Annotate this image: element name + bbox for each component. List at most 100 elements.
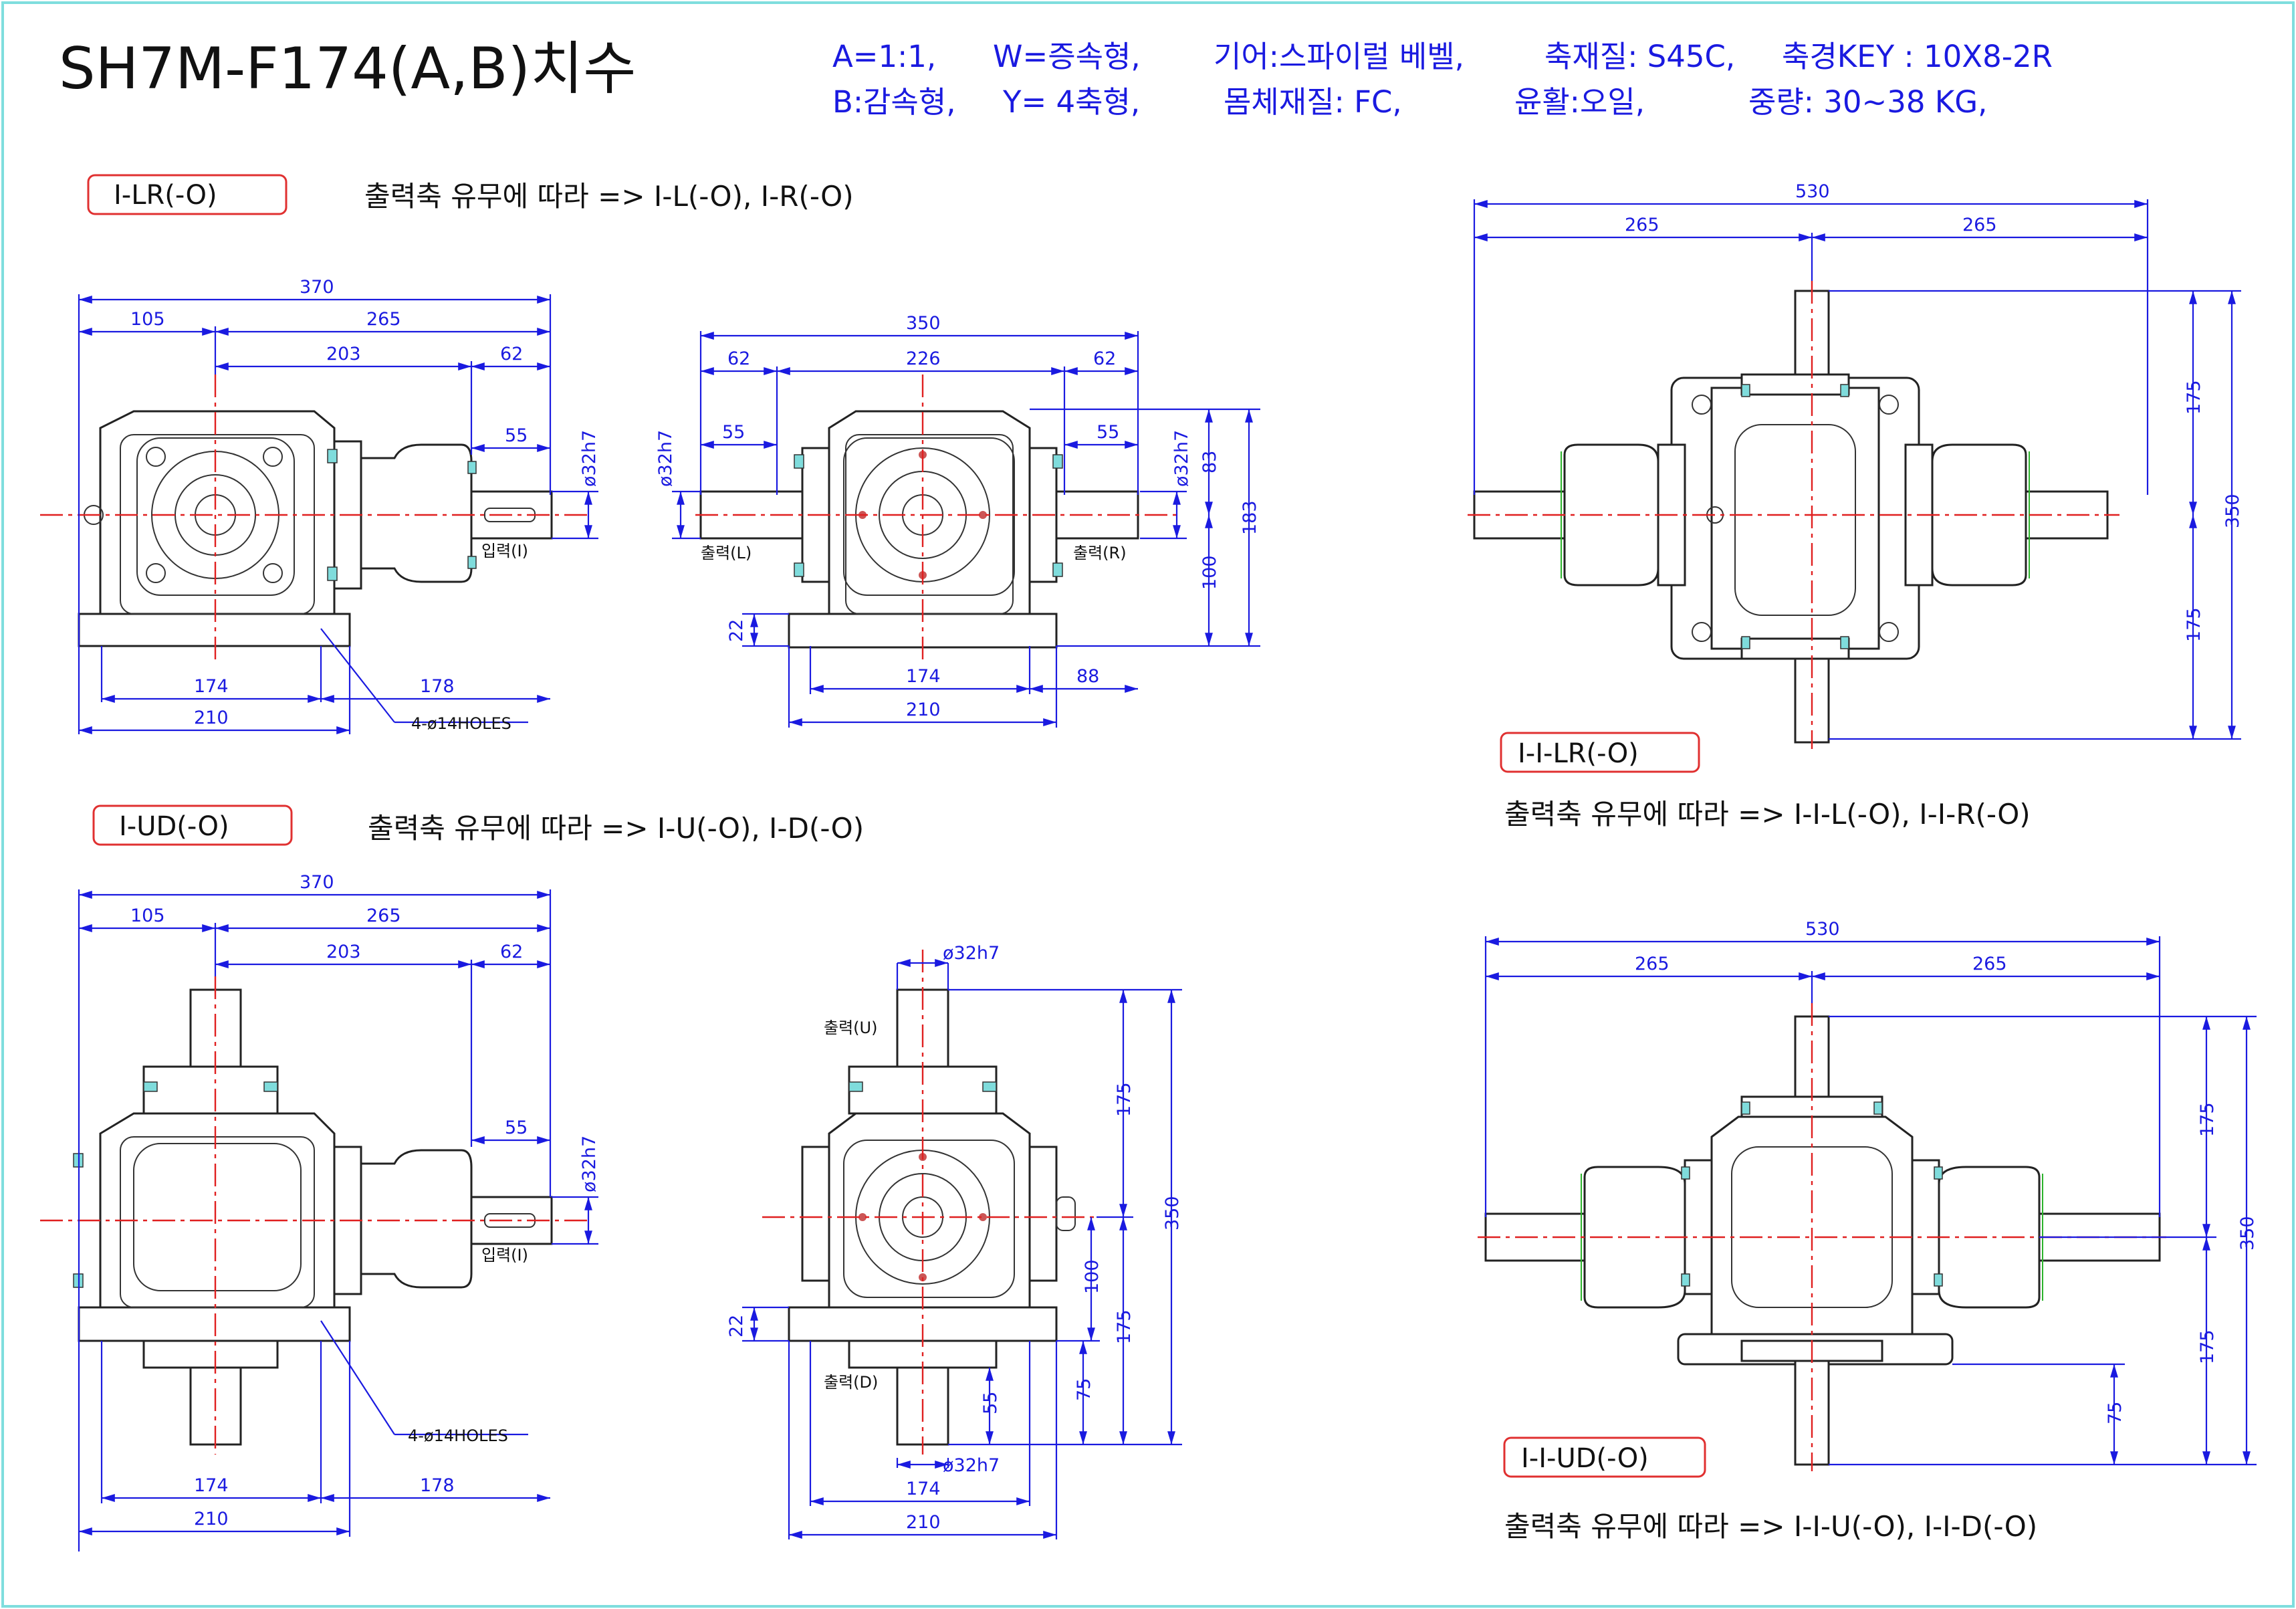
svg-text:265: 265 (1625, 215, 1659, 235)
svg-text:226: 226 (906, 348, 941, 369)
svg-text:4-ø14HOLES: 4-ø14HOLES (411, 714, 511, 733)
svg-text:100: 100 (1199, 555, 1220, 590)
svg-text:기어:스파이럴 베벨,: 기어:스파이럴 베벨, (1214, 39, 1464, 74)
note-i-ud: 출력축 유무에 따라 => I-U(-O), I-D(-O) (368, 812, 864, 845)
svg-text:62: 62 (727, 348, 750, 369)
svg-text:350: 350 (2237, 1216, 2258, 1251)
svg-text:265: 265 (366, 905, 401, 926)
svg-text:Y= 4축형,: Y= 4축형, (1002, 84, 1140, 120)
svg-text:62: 62 (1093, 348, 1116, 369)
view-i-i-ud-front: 530 265 265 175 175 350 75 (1478, 919, 2258, 1471)
spec-line-1: A=1:1, W=증속형, 기어:스파이럴 베벨, 축재질: S45C, 축경K… (832, 39, 2053, 74)
svg-text:I-I-LR(-O): I-I-LR(-O) (1518, 738, 1639, 769)
label-i-i-ud: I-I-UD(-O) (1503, 1436, 1706, 1478)
svg-text:윤활:오일,: 윤활:오일, (1514, 84, 1645, 120)
svg-text:100: 100 (1082, 1259, 1103, 1294)
svg-text:175: 175 (2197, 1329, 2218, 1364)
label-i-i-lr: I-I-LR(-O) (1500, 732, 1700, 773)
svg-text:175: 175 (2197, 1102, 2218, 1137)
view-i-lr-side: 350 62 226 62 55 55 ø32h7 ø32h7 출력(L) 출력… (655, 313, 1260, 728)
svg-text:축경KEY : 10X8-2R: 축경KEY : 10X8-2R (1782, 39, 2053, 74)
svg-text:178: 178 (420, 676, 455, 697)
svg-text:530: 530 (1805, 919, 1840, 940)
spec-line-2: B:감속형, Y= 4축형, 몸체재질: FC, 윤활:오일, 중량: 30~3… (832, 84, 1987, 120)
svg-text:265: 265 (366, 309, 401, 330)
svg-text:175: 175 (1114, 1309, 1135, 1344)
svg-text:105: 105 (130, 905, 165, 926)
page-title: SH7M-F174(A,B)치수 (59, 35, 636, 102)
view-i-lr-front: 370 105 265 203 62 55 ø32h7 입력(I) 174 17… (40, 277, 600, 734)
svg-text:55: 55 (505, 425, 528, 446)
svg-text:55: 55 (1097, 422, 1119, 443)
svg-text:22: 22 (726, 619, 747, 642)
svg-text:ø32h7: ø32h7 (579, 1136, 600, 1192)
svg-text:ø32h7: ø32h7 (579, 430, 600, 487)
svg-text:축재질: S45C,: 축재질: S45C, (1544, 39, 1735, 74)
svg-text:210: 210 (194, 1509, 229, 1529)
svg-text:530: 530 (1795, 181, 1830, 202)
svg-text:ø32h7: ø32h7 (943, 1455, 1000, 1476)
svg-text:350: 350 (1162, 1196, 1183, 1230)
svg-text:중량: 30~38 KG,: 중량: 30~38 KG, (1748, 84, 1987, 120)
svg-text:62: 62 (500, 942, 523, 962)
svg-text:출력(R): 출력(R) (1073, 544, 1127, 562)
svg-text:I-LR(-O): I-LR(-O) (114, 180, 217, 211)
svg-text:175: 175 (2184, 380, 2204, 415)
svg-text:W=증속형,: W=증속형, (993, 39, 1141, 74)
svg-text:265: 265 (1962, 215, 1997, 235)
svg-text:출력(U): 출력(U) (824, 1018, 877, 1037)
svg-text:88: 88 (1076, 666, 1099, 687)
svg-text:55: 55 (505, 1117, 528, 1138)
svg-text:ø32h7: ø32h7 (1171, 430, 1192, 487)
svg-text:ø32h7: ø32h7 (655, 430, 676, 487)
svg-text:4-ø14HOLES: 4-ø14HOLES (408, 1426, 508, 1445)
svg-text:B:감속형,: B:감속형, (832, 84, 956, 120)
svg-text:입력(I): 입력(I) (481, 542, 528, 560)
note-i-i-ud: 출력축 유무에 따라 => I-I-U(-O), I-I-D(-O) (1504, 1510, 2037, 1543)
svg-text:210: 210 (906, 700, 941, 720)
svg-text:75: 75 (2105, 1402, 2126, 1424)
view-i-ud-side: ø32h7 출력(U) 출력(D) ø32h7 175 350 100 175 … (726, 943, 1183, 1539)
svg-text:183: 183 (1240, 500, 1260, 535)
svg-text:350: 350 (906, 313, 941, 334)
label-i-ud: I-UD(-O) (92, 804, 293, 846)
svg-text:174: 174 (194, 1475, 229, 1496)
svg-text:370: 370 (300, 277, 334, 298)
svg-text:출력(L): 출력(L) (701, 544, 752, 562)
svg-text:출력(D): 출력(D) (824, 1373, 878, 1392)
svg-text:62: 62 (500, 344, 523, 364)
svg-text:174: 174 (906, 1479, 941, 1499)
svg-text:22: 22 (726, 1315, 747, 1337)
svg-text:174: 174 (194, 676, 229, 697)
note-i-i-lr: 출력축 유무에 따라 => I-I-L(-O), I-I-R(-O) (1504, 798, 2031, 831)
svg-text:105: 105 (130, 309, 165, 330)
svg-text:75: 75 (1074, 1378, 1095, 1401)
svg-text:55: 55 (722, 422, 745, 443)
svg-text:A=1:1,: A=1:1, (832, 39, 936, 74)
svg-text:175: 175 (1114, 1082, 1135, 1117)
svg-text:ø32h7: ø32h7 (943, 943, 1000, 964)
view-i-i-lr-top: 530 265 265 175 175 350 (1468, 181, 2243, 749)
svg-text:몸체재질: FC,: 몸체재질: FC, (1224, 84, 1402, 120)
svg-text:175: 175 (2184, 607, 2204, 642)
svg-text:350: 350 (2222, 494, 2243, 528)
svg-text:265: 265 (1635, 954, 1670, 974)
svg-text:210: 210 (906, 1512, 941, 1533)
svg-text:210: 210 (194, 708, 229, 728)
view-i-ud-front: 370 105 265 203 62 55 ø32h7 입력(I) 4-ø14H… (40, 872, 600, 1551)
svg-text:83: 83 (1199, 451, 1220, 473)
svg-text:203: 203 (326, 344, 361, 364)
svg-text:370: 370 (300, 872, 334, 893)
svg-text:203: 203 (326, 942, 361, 962)
svg-text:입력(I): 입력(I) (481, 1246, 528, 1265)
svg-text:178: 178 (420, 1475, 455, 1496)
svg-text:I-UD(-O): I-UD(-O) (119, 811, 229, 842)
svg-text:55: 55 (980, 1392, 1001, 1414)
svg-text:174: 174 (906, 666, 941, 687)
label-i-lr: I-LR(-O) (87, 174, 288, 215)
svg-text:I-I-UD(-O): I-I-UD(-O) (1521, 1443, 1649, 1474)
note-i-lr: 출력축 유무에 따라 => I-L(-O), I-R(-O) (364, 180, 854, 213)
svg-text:265: 265 (1972, 954, 2007, 974)
